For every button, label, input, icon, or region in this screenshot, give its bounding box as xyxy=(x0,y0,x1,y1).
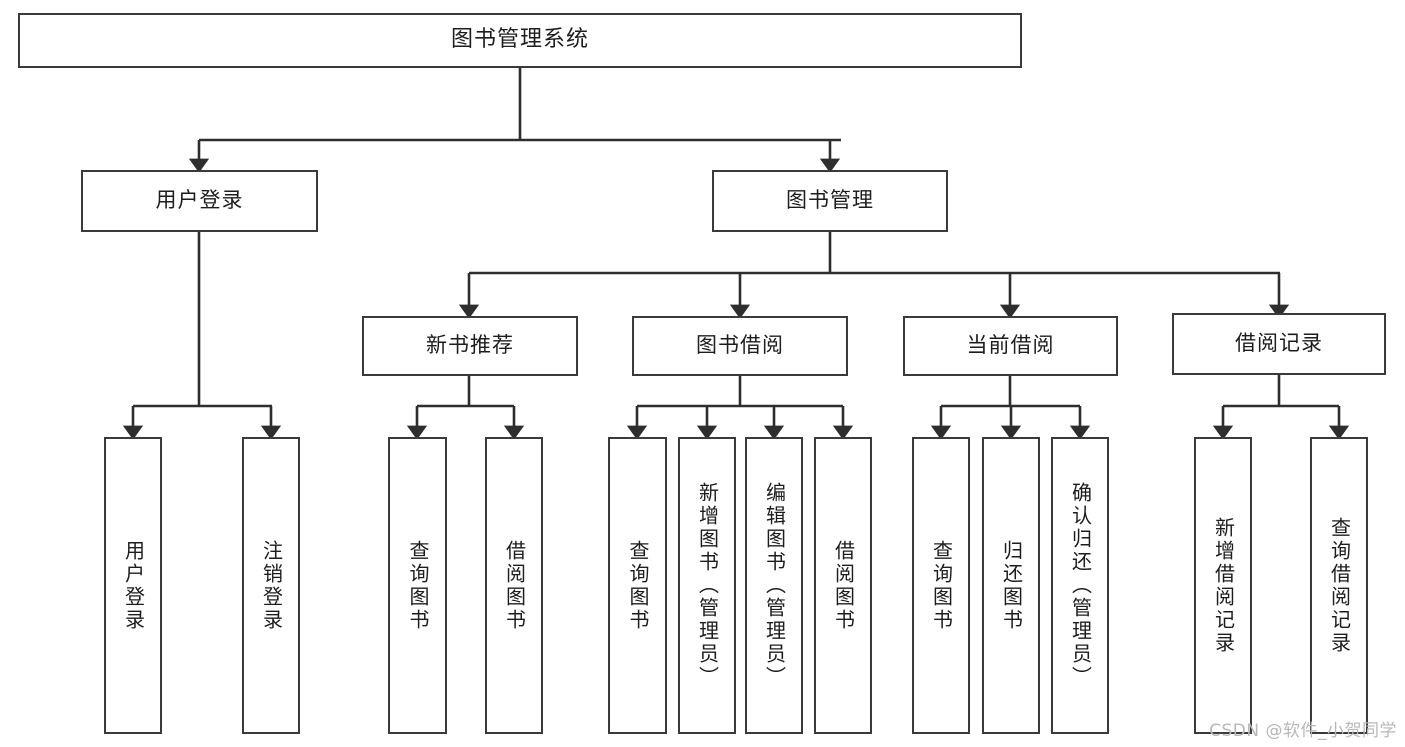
node-label: 查询图书 xyxy=(929,539,954,632)
node-label: 确认归还（管理员） xyxy=(1068,482,1093,689)
node-root-book-management-system[interactable]: 图书管理系统 xyxy=(18,13,1022,68)
node-label: 用户登录 xyxy=(121,539,146,632)
node-book-borrowing[interactable]: 图书借阅 xyxy=(632,316,848,376)
node-label: 新增图书（管理员） xyxy=(695,482,720,689)
node-current-borrowing[interactable]: 当前借阅 xyxy=(903,316,1118,376)
node-label: 归还图书 xyxy=(999,539,1024,632)
leaf-confirm-return-admin[interactable]: 确认归还（管理员） xyxy=(1051,437,1109,734)
node-user-login[interactable]: 用户登录 xyxy=(81,170,318,232)
node-label: 图书借阅 xyxy=(696,333,784,358)
node-label: 注销登录 xyxy=(259,539,284,632)
node-label: 借阅图书 xyxy=(831,539,856,632)
node-label: 编辑图书（管理员） xyxy=(762,482,787,689)
leaf-logout[interactable]: 注销登录 xyxy=(242,437,300,734)
node-label: 新增借阅记录 xyxy=(1211,516,1236,655)
watermark-text: CSDN @软件_小贺同学 xyxy=(1209,721,1397,741)
leaf-return-books[interactable]: 归还图书 xyxy=(982,437,1040,734)
node-label: 查询借阅记录 xyxy=(1327,516,1352,655)
leaf-edit-book-admin[interactable]: 编辑图书（管理员） xyxy=(745,437,803,734)
leaf-query-borrow-record[interactable]: 查询借阅记录 xyxy=(1310,437,1368,734)
leaf-add-book-admin[interactable]: 新增图书（管理员） xyxy=(678,437,736,734)
leaf-borrow-books[interactable]: 借阅图书 xyxy=(814,437,872,734)
node-label: 查询图书 xyxy=(406,539,430,632)
leaf-query-books-borrowing[interactable]: 查询图书 xyxy=(608,437,667,734)
node-label: 查询图书 xyxy=(626,539,650,632)
node-label: 图书管理 xyxy=(786,188,874,213)
leaf-user-login[interactable]: 用户登录 xyxy=(104,437,162,734)
node-label: 图书管理系统 xyxy=(450,27,589,53)
node-book-management[interactable]: 图书管理 xyxy=(712,170,948,232)
leaf-borrow-books-recommendation[interactable]: 借阅图书 xyxy=(485,437,543,734)
leaf-add-borrow-record[interactable]: 新增借阅记录 xyxy=(1194,437,1252,734)
node-label: 当前借阅 xyxy=(966,333,1055,358)
leaf-query-books-current[interactable]: 查询图书 xyxy=(912,437,970,734)
node-label: 新书推荐 xyxy=(426,333,514,358)
node-label: 借阅图书 xyxy=(502,539,527,632)
node-label: 用户登录 xyxy=(155,188,244,213)
leaf-query-books-recommendation[interactable]: 查询图书 xyxy=(388,437,447,734)
node-borrow-records[interactable]: 借阅记录 xyxy=(1172,313,1386,375)
node-new-book-recommendation[interactable]: 新书推荐 xyxy=(362,316,578,376)
node-label: 借阅记录 xyxy=(1235,331,1323,356)
